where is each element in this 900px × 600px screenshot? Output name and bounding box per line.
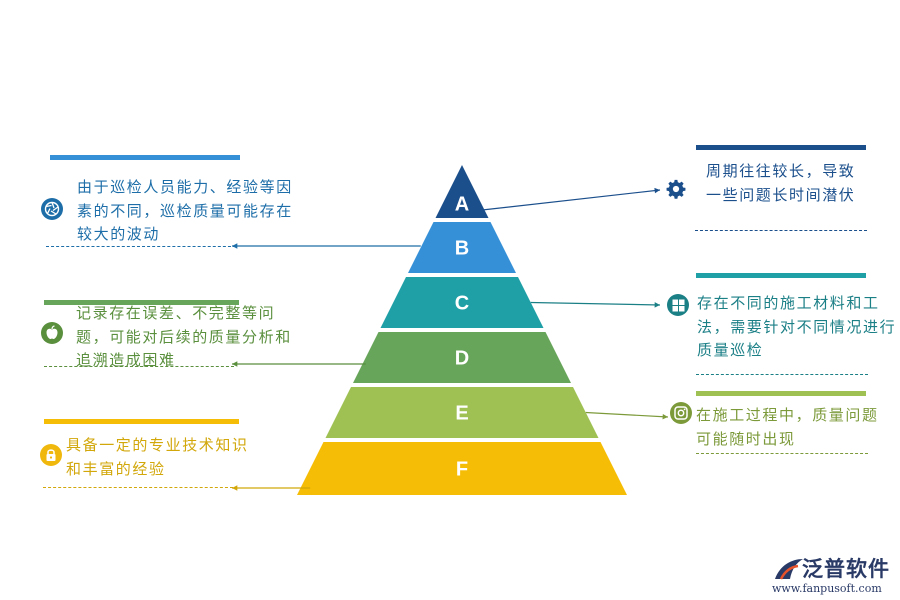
aperture-icon (41, 198, 63, 220)
pyramid-level-d (353, 332, 571, 383)
instagram-icon (670, 402, 692, 424)
windows-icon (667, 294, 689, 316)
logo-name: 泛普软件 (802, 557, 890, 581)
callout-accent-bar (696, 391, 866, 396)
callout-accent-bar (696, 273, 866, 278)
connector-arrowhead (662, 413, 668, 420)
callout-accent-bar (44, 419, 239, 424)
callout-divider (43, 487, 233, 488)
callout-accent-bar (696, 145, 866, 150)
connector-arrowhead (654, 187, 660, 194)
pyramid-level-b (408, 222, 516, 273)
lock-icon (40, 444, 62, 466)
callout-text: 存在不同的施工材料和工法，需要针对不同情况进行质量巡检 (697, 294, 897, 359)
callout-divider (695, 230, 867, 231)
callout-accent-bar (50, 155, 240, 160)
pyramid-level-label: E (455, 403, 468, 425)
gear-icon (665, 178, 687, 200)
callout-accent-bar (44, 300, 239, 305)
logo-mark-icon (775, 559, 803, 580)
pyramid-level-a (435, 165, 489, 218)
callout-divider (696, 453, 868, 454)
callout-text: 在施工过程中，质量问题可能随时出现 (696, 406, 879, 448)
callout-text: 由于巡检人员能力、经验等因素的不同，巡检质量可能存在较大的波动 (77, 178, 293, 243)
logo-url: www.fanpusoft.com (772, 582, 882, 595)
pyramid-level-label: F (456, 459, 468, 481)
pyramid-level-label: C (455, 293, 469, 315)
connector-right-1 (468, 189, 661, 213)
connector-arrowhead (232, 485, 238, 491)
pyramid-level-e (325, 387, 599, 438)
pyramid-level-label: D (455, 348, 469, 370)
callout-text: 具备一定的专业技术知识和丰富的经验 (66, 436, 249, 478)
pyramid-level-f (297, 442, 627, 495)
callout-text: 记录存在误差、不完整等问题，可能对后续的质量分析和追溯造成困难 (76, 304, 292, 369)
callout-text: 周期往往较长，导致一些问题长时间潜伏 (706, 162, 856, 204)
pyramid-level-label: A (455, 194, 469, 216)
pyramid-level-c (380, 277, 544, 328)
connector-right-3 (585, 411, 669, 418)
apple-icon (41, 322, 63, 344)
pyramid-level-label: B (455, 238, 469, 260)
callout-divider (696, 374, 868, 375)
callout-divider (46, 246, 236, 247)
brand-logo: 泛普软件 www.fanpusoft.com (768, 553, 898, 597)
connector-arrowhead (654, 302, 660, 308)
callout-divider (44, 366, 234, 367)
connector-arrowhead (232, 361, 238, 367)
connector-right-2 (530, 301, 661, 306)
